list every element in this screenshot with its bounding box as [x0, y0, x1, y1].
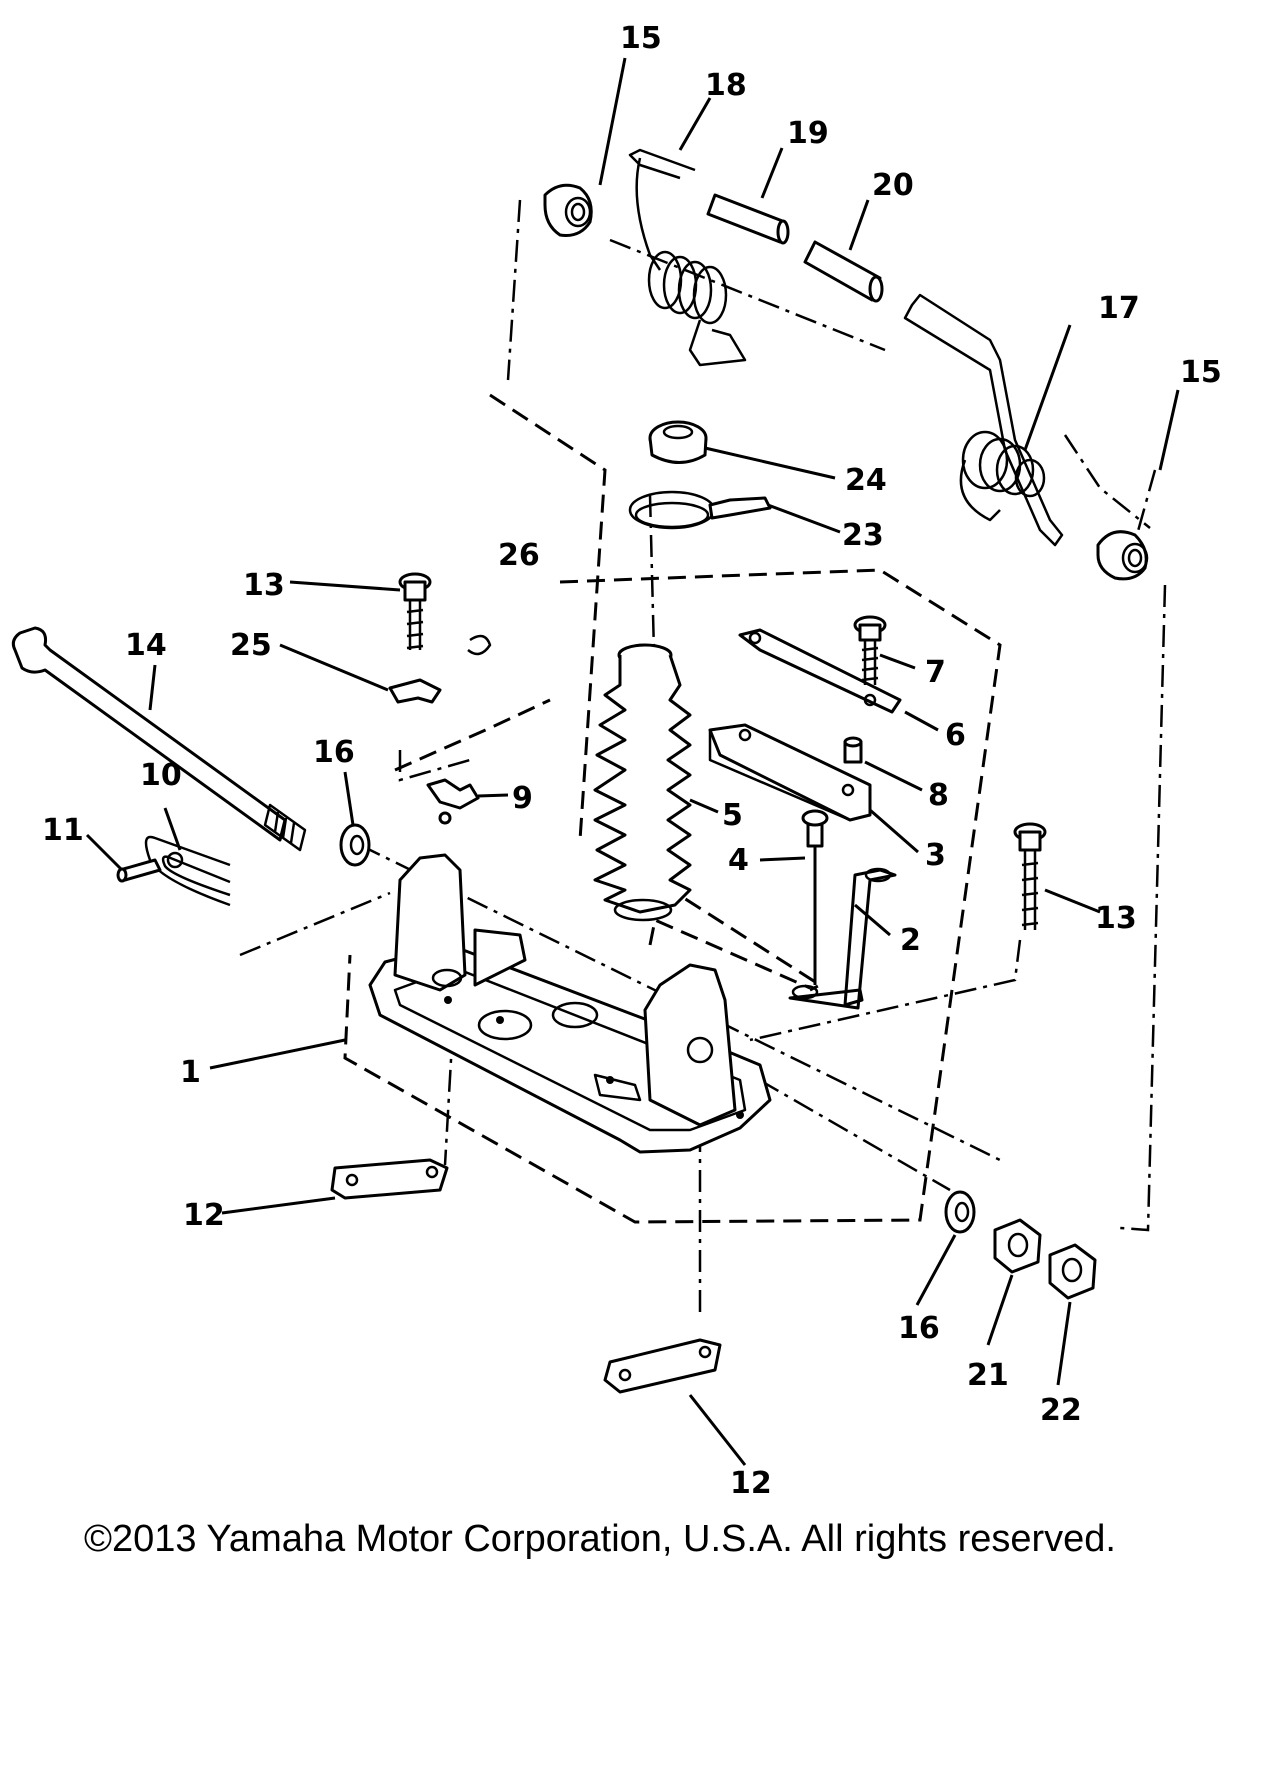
label-23: 23: [842, 518, 884, 553]
part-1-base-plate: [368, 853, 772, 1154]
label-22: 22: [1040, 1393, 1082, 1428]
part-15-bushing-right: [1096, 530, 1149, 581]
label-15-right: 15: [1180, 355, 1222, 390]
part-9-wing-nut: [426, 778, 480, 825]
label-17: 17: [1098, 291, 1140, 326]
part-18-torsion-spring: [628, 148, 747, 367]
part-17-torsion-spring: [903, 293, 1064, 547]
group-boundary-lines: [239, 199, 1167, 1315]
part-16-washer-left: [339, 823, 371, 867]
label-12-lower: 12: [730, 1466, 772, 1501]
label-20: 20: [872, 168, 914, 203]
label-24: 24: [845, 463, 887, 498]
label-21: 21: [967, 1358, 1009, 1393]
label-2: 2: [900, 923, 921, 958]
label-11: 11: [42, 813, 84, 848]
part-16-washer-right: [944, 1190, 976, 1234]
label-19: 19: [787, 116, 829, 151]
part-14-long-rod: [11, 626, 307, 852]
label-25: 25: [230, 628, 272, 663]
label-5: 5: [722, 798, 743, 833]
part-19-tube: [706, 193, 790, 245]
label-4: 4: [728, 843, 749, 878]
copyright-notice: ©2013 Yamaha Motor Corporation, U.S.A. A…: [84, 1518, 1116, 1560]
label-14: 14: [125, 628, 167, 663]
part-2-clip-bracket: [788, 867, 897, 1010]
part-11-pin: [116, 851, 184, 883]
part-12-plate-upper: [330, 1158, 449, 1200]
label-7: 7: [925, 655, 946, 690]
part-4-screw: [801, 809, 829, 985]
label-3: 3: [925, 838, 946, 873]
label-18: 18: [705, 68, 747, 103]
label-16-right: 16: [898, 1311, 940, 1346]
part-13-bolt-left: [398, 572, 432, 650]
part-23-clamp-band: [628, 490, 772, 530]
label-13-upper: 13: [243, 568, 285, 603]
reference-labels: 1 2 3 4 5 6 7 8 9 10 11 12 12 13 13 14 1…: [42, 21, 1222, 1501]
label-8: 8: [928, 778, 949, 813]
part-13-bolt-right: [1013, 822, 1047, 930]
leader-lines: [85, 57, 1180, 1466]
part-6-plate: [738, 628, 902, 714]
label-9: 9: [512, 781, 533, 816]
part-21-nut: [993, 1218, 1042, 1274]
label-12-upper: 12: [183, 1198, 225, 1233]
part-25-clip: [388, 634, 492, 704]
part-20-tube: [803, 240, 884, 303]
part-12-plate-lower: [603, 1338, 722, 1394]
label-1: 1: [180, 1055, 201, 1090]
part-15-bushing-left: [543, 183, 593, 237]
label-15-left: 15: [620, 21, 662, 56]
label-10: 10: [140, 758, 182, 793]
label-13-lower: 13: [1095, 901, 1137, 936]
part-8-pin: [843, 736, 863, 764]
part-5-bellows-boot: [593, 643, 692, 922]
part-3-block: [708, 723, 872, 822]
label-6: 6: [945, 718, 966, 753]
label-26: 26: [498, 538, 540, 573]
label-16-left: 16: [313, 735, 355, 770]
part-24-cap: [648, 420, 708, 464]
part-7-bolt: [853, 615, 887, 685]
part-22-nut: [1048, 1243, 1097, 1300]
